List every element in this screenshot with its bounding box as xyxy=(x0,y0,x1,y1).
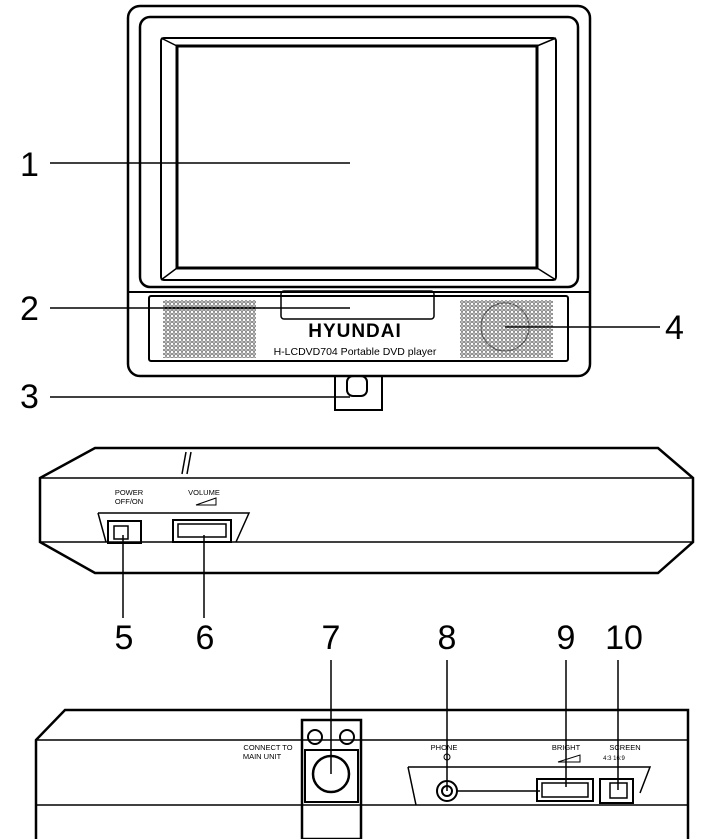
front-panel xyxy=(148,295,569,362)
top-panel: POWER OFF/ON VOLUME xyxy=(38,446,695,575)
callout-4: 4 xyxy=(665,309,684,347)
callout-5: 5 xyxy=(115,619,134,657)
top-callouts: 5 6 xyxy=(115,535,215,657)
callout-7: 7 xyxy=(322,619,341,657)
side-control-recess-left xyxy=(407,766,417,806)
brand-logo: HYUNDAI xyxy=(308,321,402,342)
power-label-line2: OFF/ON xyxy=(115,497,143,506)
front-view: HYUNDAI H-LCDVD704 Portable DVD player xyxy=(126,4,592,411)
power-switch[interactable] xyxy=(107,520,142,544)
side-panel-outline xyxy=(34,708,690,839)
stand-slot xyxy=(346,375,368,397)
control-recess-left xyxy=(97,512,107,543)
bright-wedge-icon xyxy=(557,754,581,763)
panel-seam-a xyxy=(181,451,187,475)
callout-6: 6 xyxy=(196,619,215,657)
screen-bezel-inner xyxy=(160,37,557,281)
connect-label-line2: MAIN UNIT xyxy=(243,752,282,761)
model-label: H-LCDVD704 Portable DVD player xyxy=(274,346,437,358)
side-control-recess xyxy=(408,766,652,794)
callout-10: 10 xyxy=(605,619,643,657)
volume-wedge-icon xyxy=(195,497,217,506)
callout-9: 9 xyxy=(557,619,576,657)
side-callouts: 7 8 9 10 xyxy=(322,619,643,791)
top-panel-outline xyxy=(38,446,695,575)
callout-8: 8 xyxy=(438,619,457,657)
control-recess xyxy=(98,512,251,543)
volume-label: VOLUME xyxy=(188,488,220,497)
power-switch-knob[interactable] xyxy=(113,525,129,540)
bezel-corner-br xyxy=(536,267,557,281)
brightness-wheel[interactable] xyxy=(536,778,594,802)
panel-seam-b xyxy=(186,451,192,475)
callout-1: 1 xyxy=(20,146,39,184)
screen-options: 4:3 16:9 xyxy=(603,756,625,762)
screen-switch[interactable] xyxy=(599,778,634,804)
side-panel: CONNECT TO MAIN UNIT PHONE BRIGHT SCREEN… xyxy=(34,708,690,839)
callout-2: 2 xyxy=(20,290,39,328)
callout-3: 3 xyxy=(20,378,39,416)
bezel-corner-tl xyxy=(160,37,178,47)
front-callouts: 1 2 3 4 xyxy=(20,146,684,416)
screen-bezel-outer xyxy=(138,15,580,289)
bezel-corner-tr xyxy=(536,37,557,47)
screw-left xyxy=(307,729,323,745)
bezel-corner-bl xyxy=(160,267,178,281)
power-label-line1: POWER xyxy=(115,488,144,497)
speaker-grill-left xyxy=(163,300,256,358)
screen-label: SCREEN xyxy=(609,743,640,752)
volume-wheel[interactable] xyxy=(172,519,232,543)
speaker-grill-right xyxy=(460,300,553,358)
volume-wheel-inner[interactable] xyxy=(177,523,227,538)
screw-right xyxy=(339,729,355,745)
stand-clip xyxy=(334,375,383,411)
connect-label-line1: CONNECT TO xyxy=(243,743,292,752)
brightness-wheel-inner xyxy=(541,782,589,798)
phone-label: PHONE xyxy=(431,743,458,752)
ir-sensor-window xyxy=(280,290,435,320)
lcd-screen xyxy=(175,44,539,270)
